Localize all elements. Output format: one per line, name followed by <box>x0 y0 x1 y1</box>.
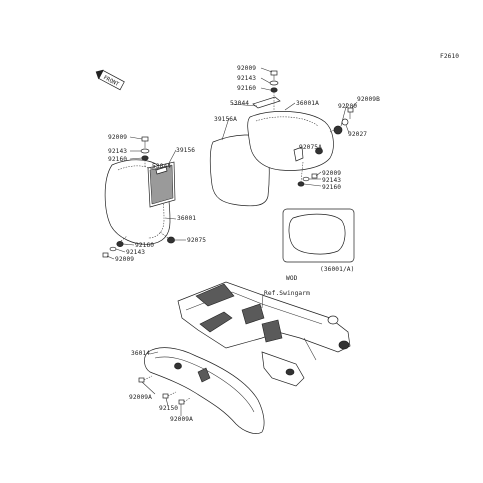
label-92009-left: 92009 <box>108 134 128 141</box>
bar-53044-left <box>155 166 168 175</box>
label-92027: 92027 <box>348 131 368 138</box>
diagram-code: F2610 <box>440 53 460 60</box>
label-92143-top: 92143 <box>237 75 257 82</box>
label-92075A: 92075A <box>299 144 322 151</box>
label-39156A: 39156A <box>214 116 237 123</box>
label-92143-bottom: 92143 <box>126 249 146 256</box>
swingarm-assembly <box>177 281 351 387</box>
label-92143-right: 92143 <box>322 177 342 184</box>
bolt-stack-left <box>140 136 150 168</box>
label-92009B: 92009B <box>357 96 380 103</box>
grommets-left-bottom <box>102 231 175 258</box>
label-36001A: 36001A <box>296 100 319 107</box>
right-hardware <box>329 107 354 135</box>
label-92009-right: 92009 <box>322 170 342 177</box>
label-92160-top: 92160 <box>237 85 257 92</box>
inset-box <box>282 208 355 263</box>
label-36001: 36001 <box>177 215 197 222</box>
label-ref-swingarm: Ref.Swingarm <box>264 290 310 297</box>
bolt-stack-right-top <box>269 70 279 110</box>
label-92143-left: 92143 <box>108 148 128 155</box>
label-39156: 39156 <box>176 147 196 154</box>
leader-lines <box>106 67 358 416</box>
bolt-stack-right-lower <box>297 147 323 187</box>
inset-note: WOD <box>286 275 298 282</box>
label-92009-top: 92009 <box>237 65 257 72</box>
chain-guard-bolts <box>138 375 191 405</box>
inset-caption: (36001/A) <box>320 266 355 273</box>
seal-39156 <box>147 161 176 208</box>
label-92009-bottom: 92009 <box>115 256 135 263</box>
label-92160-right: 92160 <box>322 184 342 191</box>
front-arrow-badge: FRONT <box>95 69 125 91</box>
label-92009A-2: 92009A <box>170 416 193 423</box>
label-92200: 92200 <box>338 103 358 110</box>
label-92160-bottom: 92160 <box>135 242 155 249</box>
label-36014: 36014 <box>131 350 151 357</box>
right-side-cover-36001A <box>247 96 334 171</box>
chain-guard-36014 <box>144 347 265 434</box>
label-92009A-1: 92009A <box>129 394 152 401</box>
label-53044-top: 53044 <box>230 100 250 107</box>
label-92150: 92150 <box>159 405 179 412</box>
label-53044-left: 53044 <box>152 163 172 170</box>
label-92075: 92075 <box>187 237 207 244</box>
label-92160-left: 92160 <box>108 156 128 163</box>
